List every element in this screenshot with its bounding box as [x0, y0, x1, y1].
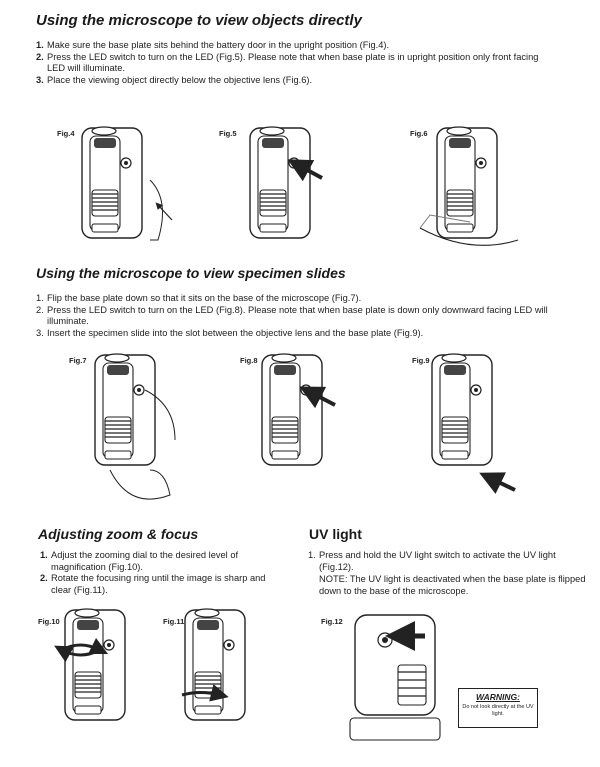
section1-title: Using the microscope to view objects dir… — [36, 12, 362, 29]
fig-label: Fig.5 — [219, 129, 237, 138]
section3-title: Adjusting zoom & focus — [38, 526, 199, 542]
fig-label: Fig.8 — [240, 356, 258, 365]
fig-label: Fig.6 — [410, 129, 428, 138]
list-item: 1.Flip the base plate down so that it si… — [36, 293, 362, 303]
uv-note: NOTE: The UV light is deactivated when t… — [319, 574, 586, 596]
list-item: 3.Place the viewing object directly belo… — [36, 74, 313, 85]
fig11-illustration — [181, 608, 246, 721]
fig8-illustration — [261, 353, 336, 466]
fig-label: Fig.10 — [38, 617, 60, 626]
fig6-illustration — [419, 126, 519, 246]
fig-label: Fig.7 — [69, 356, 87, 365]
fig10-illustration — [54, 608, 126, 721]
list-item: 1.Make sure the base plate sits behind t… — [36, 40, 390, 50]
fig-label: Fig.12 — [321, 617, 343, 626]
section4-steps: 1.Press and hold the UV light switch to … — [308, 550, 578, 573]
fig9-illustration — [431, 353, 516, 495]
list-item: 2.Press the LED switch to turn on the LE… — [36, 304, 548, 327]
fig-label: Fig.4 — [57, 129, 75, 138]
list-item: 1.Press and hold the UV light switch to … — [308, 550, 556, 572]
list-item: 1.Adjust the zooming dial to the desired… — [40, 550, 239, 572]
list-item: 2.Press the LED switch to turn on the LE… — [36, 51, 539, 74]
fig5-illustration — [249, 126, 323, 239]
section2-steps: 1.Flip the base plate down so that it si… — [36, 293, 561, 339]
warning-body: Do not look directly at the UV light. — [462, 704, 534, 717]
fig7-illustration — [94, 353, 176, 500]
section4-title: UV light — [309, 526, 362, 542]
fig-label: Fig.9 — [412, 356, 430, 365]
fig4-illustration — [81, 126, 173, 241]
section3-steps: 1.Adjust the zooming dial to the desired… — [40, 550, 270, 596]
section1-steps: 1.Make sure the base plate sits behind t… — [36, 40, 556, 86]
fig-label: Fig.11 — [163, 617, 185, 626]
list-item: 2.Rotate the focusing ring until the ima… — [40, 573, 266, 595]
section2-title: Using the microscope to view specimen sl… — [36, 265, 346, 281]
list-item: 3.Insert the specimen slide into the slo… — [36, 327, 424, 338]
warning-box: WARNING: Do not look directly at the UV … — [458, 688, 538, 728]
warning-title: WARNING: — [476, 692, 520, 702]
fig12-illustration — [349, 614, 441, 741]
